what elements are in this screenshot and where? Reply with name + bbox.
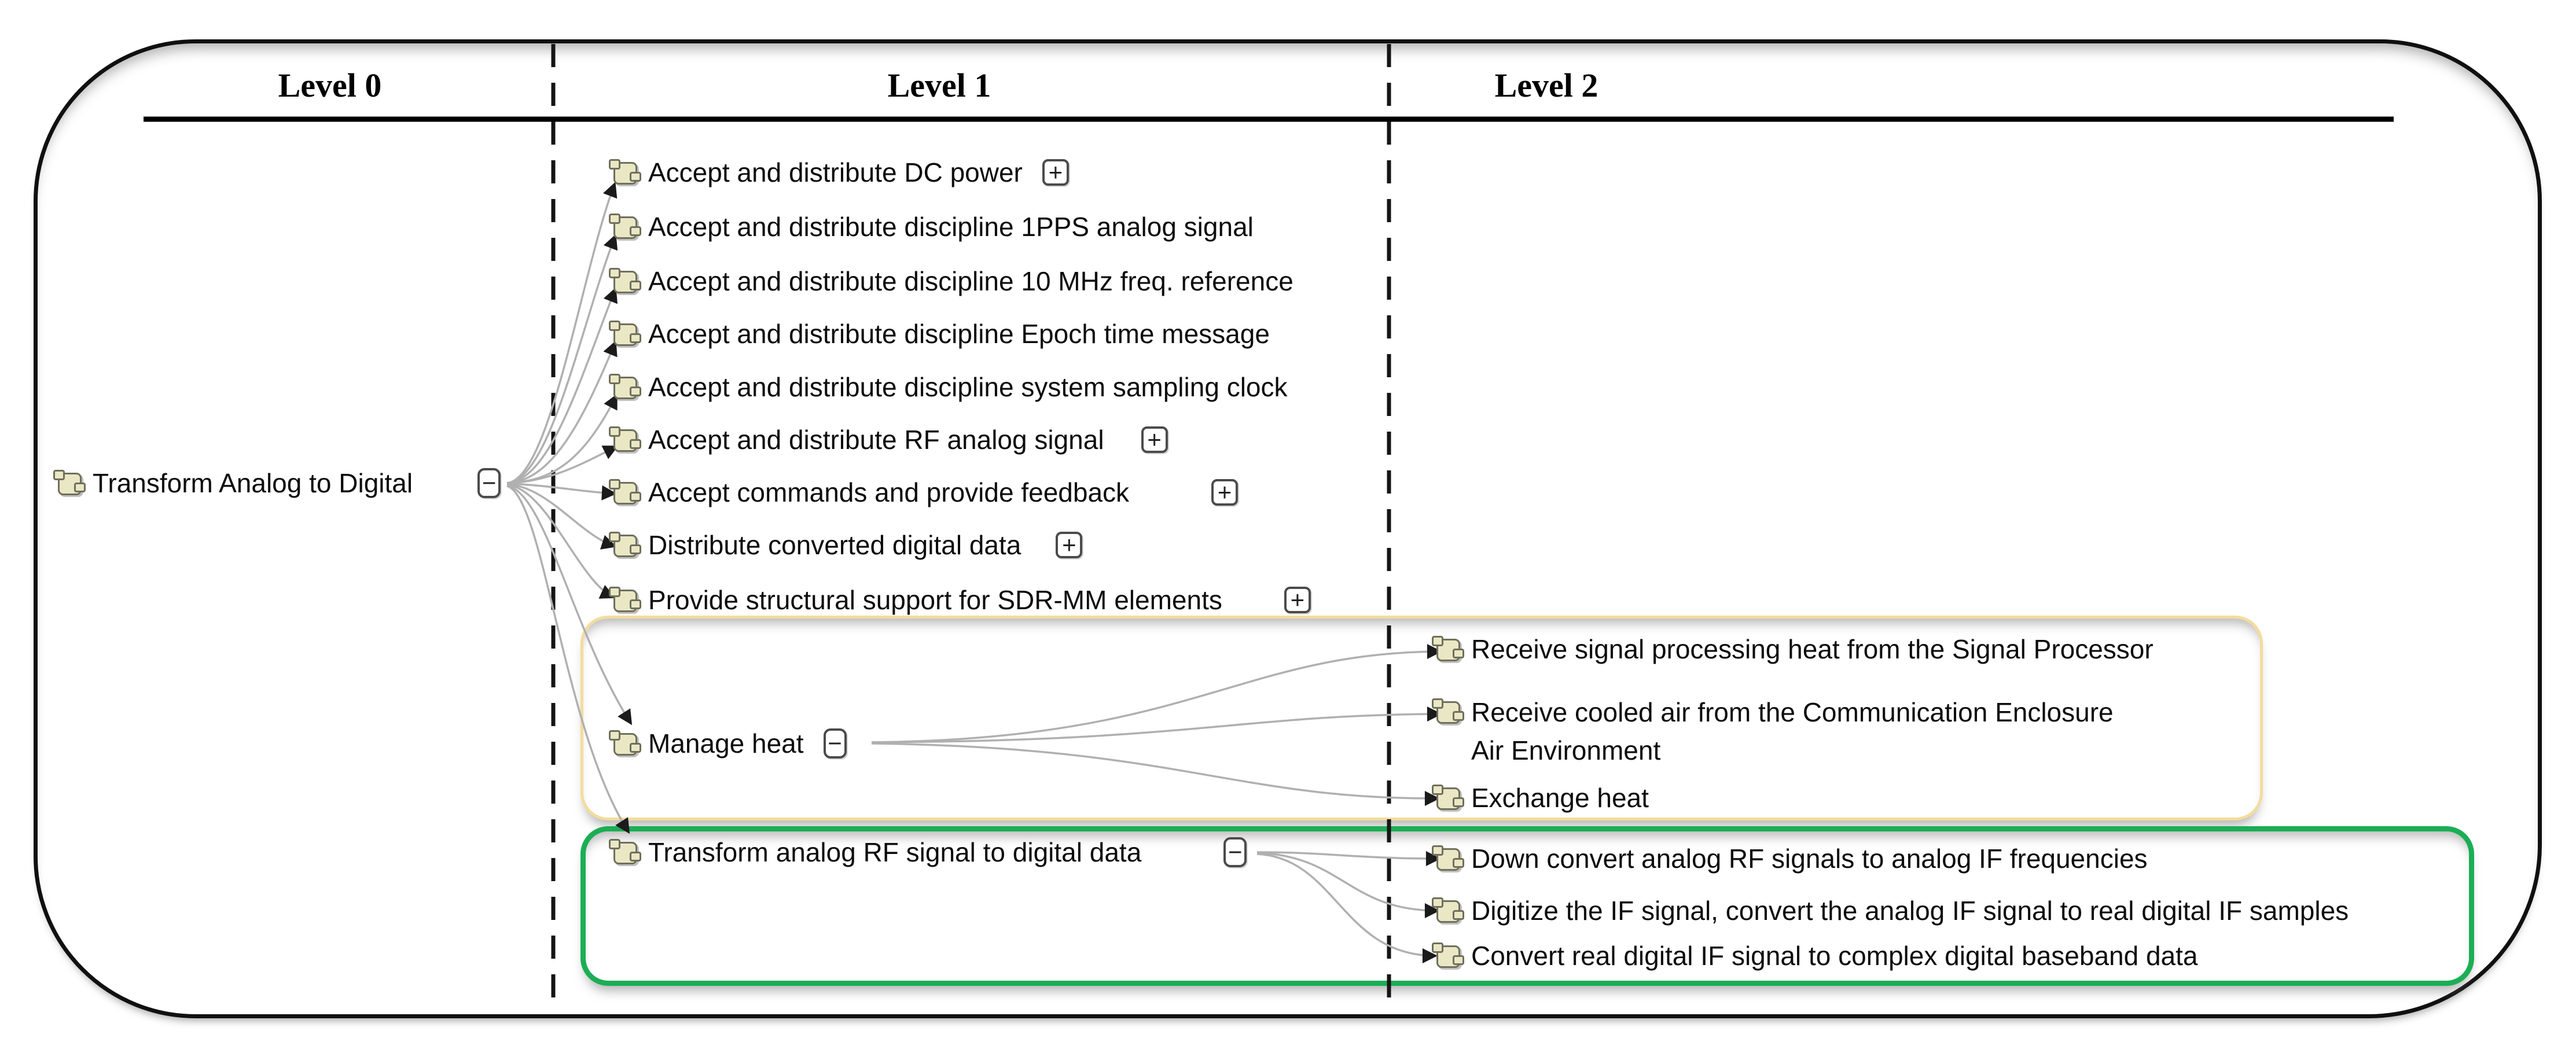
tree-item-transform-rf: Transform analog RF signal to digital da… (609, 834, 1247, 871)
collapse-button[interactable]: − (1223, 837, 1247, 867)
function-icon (1432, 697, 1464, 727)
collapse-button[interactable]: − (823, 728, 847, 759)
tree-item: Receive signal processing heat from the … (1432, 631, 2154, 668)
function-icon (609, 585, 641, 615)
arrow-root-to-1pps (506, 234, 618, 484)
arrow-root-to-10mhz (506, 287, 618, 484)
arrow-heat-to-receive-cooled-air (871, 706, 1442, 743)
tree-item-label: Receive cooled air from the Communicatio… (1471, 693, 2114, 769)
rf-group-box (580, 826, 2474, 986)
arrow-root-to-transform-rf (506, 485, 630, 834)
arrow-rf-to-down-convert (1256, 850, 1441, 866)
function-icon (609, 157, 641, 187)
tree-item-label: Down convert analog RF signals to analog… (1471, 843, 2148, 874)
arrow-root-to-epoch (506, 340, 618, 484)
tree-item-label: Manage heat (648, 728, 804, 759)
tree-item: Exchange heat (1432, 779, 1649, 816)
tree-item: Accept and distribute DC power + (609, 154, 1069, 191)
tree-item: Digitize the IF signal, convert the anal… (1432, 892, 2349, 929)
arrow-root-to-sampling-clock (506, 393, 618, 484)
tree-item-label: Accept and distribute discipline system … (648, 371, 1288, 402)
tree-item-label-line2: Air Environment (1471, 735, 1661, 765)
function-icon (53, 468, 86, 498)
expand-button[interactable]: + (1141, 426, 1168, 453)
tree-item-root: Transform Analog to Digital − (53, 465, 501, 502)
function-icon (609, 728, 641, 759)
tree-item-label: Accept commands and provide feedback (648, 477, 1130, 507)
column-header-level0: Level 0 (278, 67, 382, 104)
tree-item-label: Distribute converted digital data (648, 529, 1021, 560)
function-icon (1432, 844, 1464, 874)
tree-item: Accept and distribute discipline 1PPS an… (609, 208, 1254, 245)
tree-item: Distribute converted digital data + (609, 526, 1083, 564)
expand-button[interactable]: + (1042, 159, 1069, 186)
tree-item-label: Convert real digital IF signal to comple… (1471, 940, 2198, 971)
arrow-root-to-commands (506, 483, 617, 500)
tree-item-manage-heat: Manage heat − (609, 725, 847, 762)
function-icon (1432, 634, 1464, 664)
function-icon (609, 837, 641, 867)
tree-item-label: Receive signal processing heat from the … (1471, 634, 2154, 664)
collapse-button[interactable]: − (477, 468, 501, 498)
tree-item: Accept commands and provide feedback + (609, 474, 1239, 511)
tree-item-label: Transform Analog to Digital (93, 467, 413, 498)
column-header-level2: Level 2 (1494, 67, 1598, 104)
tree-item-label: Accept and distribute discipline 10 MHz … (648, 266, 1293, 296)
arrow-rf-to-digitize (1256, 852, 1440, 918)
tree-item: Accept and distribute discipline 10 MHz … (609, 263, 1293, 300)
tree-item-label: Transform analog RF signal to digital da… (648, 837, 1142, 867)
tree-item: Accept and distribute discipline Epoch t… (609, 315, 1270, 352)
function-icon (609, 372, 641, 402)
tree-item: Down convert analog RF signals to analog… (1432, 840, 2148, 877)
function-icon (1432, 896, 1464, 926)
arrow-root-to-rf-analog (506, 445, 619, 484)
arrow-root-to-structural (506, 484, 616, 599)
function-icon (609, 477, 641, 507)
expand-button[interactable]: + (1284, 587, 1311, 613)
function-icon (609, 530, 641, 560)
tree-item-label-line1: Receive cooled air from the Communicatio… (1471, 697, 2114, 727)
tree-item-label: Provide structural support for SDR-MM el… (648, 584, 1222, 615)
tree-item-label: Accept and distribute discipline Epoch t… (648, 318, 1270, 349)
arrow-root-to-distribute (506, 483, 617, 550)
function-icon (609, 319, 641, 349)
tree-item: Accept and distribute discipline system … (609, 369, 1288, 406)
arrow-heat-to-exchange-heat (871, 742, 1440, 807)
tree-item: Convert real digital IF signal to comple… (1432, 937, 2198, 974)
tree-item: Provide structural support for SDR-MM el… (609, 581, 1311, 618)
tree-item-label: Accept and distribute DC power (648, 157, 1023, 187)
arrow-root-to-manage-heat (506, 484, 633, 726)
expand-button[interactable]: + (1056, 532, 1083, 558)
heat-group-box (580, 616, 2263, 820)
column-header-level1: Level 1 (887, 67, 991, 104)
function-icon (609, 212, 641, 242)
tree-item-label: Accept and distribute discipline 1PPS an… (648, 211, 1254, 242)
tree-item: Receive cooled air from the Communicatio… (1432, 693, 2114, 769)
tree-item-label: Accept and distribute RF analog signal (648, 424, 1104, 455)
arrow-root-to-dc-power (506, 182, 618, 484)
arrow-rf-to-convert-baseband (1256, 853, 1438, 963)
function-icon (1432, 783, 1464, 813)
expand-button[interactable]: + (1211, 479, 1239, 506)
tree-item: Accept and distribute RF analog signal + (609, 421, 1168, 458)
arrow-heat-to-receive-processing-heat (871, 644, 1442, 743)
function-icon (1432, 941, 1464, 971)
function-icon (609, 425, 641, 455)
function-icon (609, 266, 641, 296)
tree-item-label: Digitize the IF signal, convert the anal… (1471, 895, 2349, 926)
tree-item-label: Exchange heat (1471, 782, 1649, 813)
